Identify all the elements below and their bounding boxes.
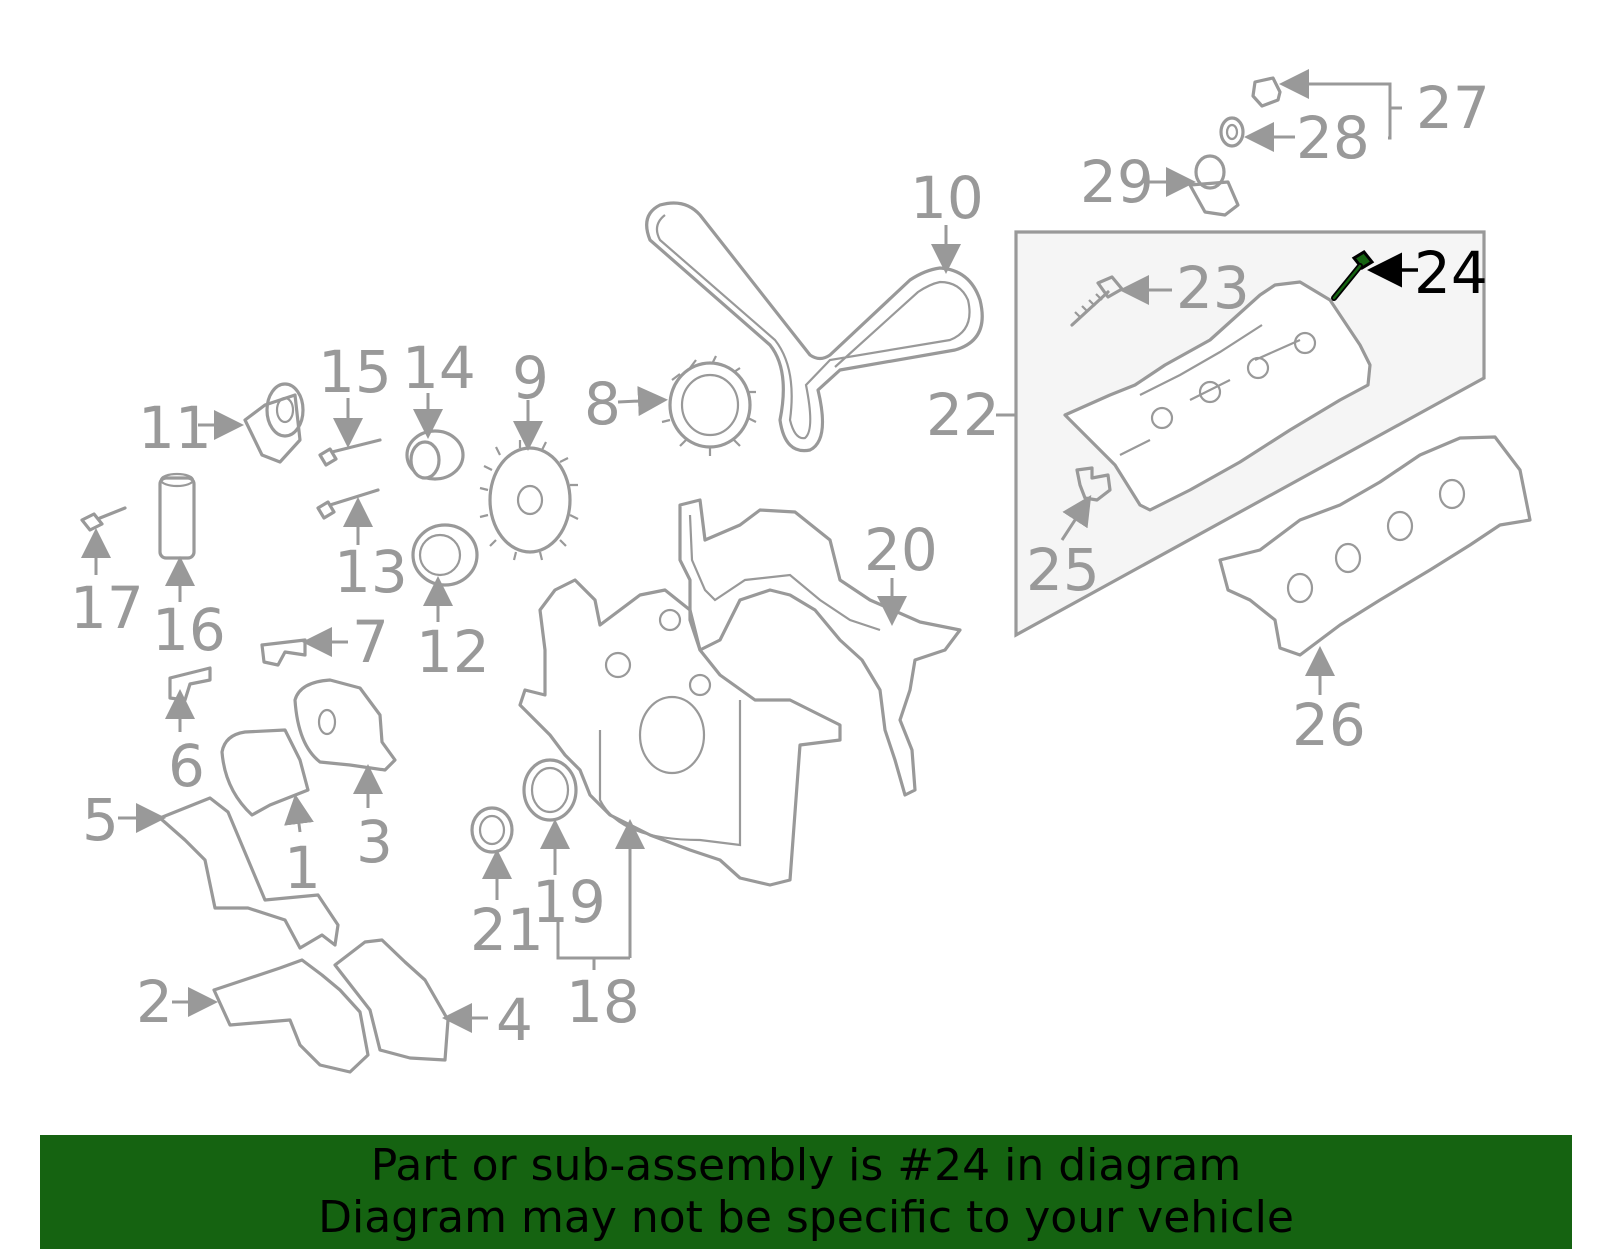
info-banner: Part or sub-assembly is #24 in diagram D… xyxy=(40,1135,1572,1249)
label-1: 1 xyxy=(284,834,321,902)
label-17: 17 xyxy=(70,574,144,642)
valve-cover-22 xyxy=(1063,280,1372,512)
label-27: 27 xyxy=(1416,74,1490,142)
label-28: 28 xyxy=(1296,104,1370,172)
gasket-26 xyxy=(1218,435,1532,657)
gear-9 xyxy=(479,440,579,561)
label-4: 4 xyxy=(496,986,533,1054)
cover-1 xyxy=(220,728,310,817)
bolt-13 xyxy=(316,488,380,520)
banner-line-2: Diagram may not be specific to your vehi… xyxy=(318,1192,1294,1243)
sprocket-12 xyxy=(411,523,479,587)
label-3: 3 xyxy=(356,808,393,876)
banner-line-1: Part or sub-assembly is #24 in diagram xyxy=(370,1140,1242,1191)
bracket-6 xyxy=(168,666,212,702)
label-22: 22 xyxy=(926,381,1000,449)
sensor-16 xyxy=(158,472,196,560)
bolt-23 xyxy=(1070,275,1124,327)
label-11: 11 xyxy=(138,394,212,462)
label-25: 25 xyxy=(1026,536,1100,604)
bolt-17 xyxy=(80,506,127,532)
label-26: 26 xyxy=(1292,691,1366,759)
label-23: 23 xyxy=(1176,254,1250,322)
label-16: 16 xyxy=(152,596,226,664)
cover-5 xyxy=(158,796,340,950)
cover-3 xyxy=(293,678,397,772)
label-6: 6 xyxy=(168,732,205,800)
gasket-20 xyxy=(678,498,962,797)
sensor-29 xyxy=(1188,154,1240,217)
bracket-7 xyxy=(260,638,307,667)
label-7: 7 xyxy=(352,608,389,676)
label-29: 29 xyxy=(1080,148,1154,216)
bolt-15 xyxy=(318,438,382,467)
idler-14 xyxy=(405,429,465,481)
front-cover-18 xyxy=(518,578,842,887)
label-15: 15 xyxy=(318,338,392,406)
callout-arrows xyxy=(81,69,1418,1033)
label-9: 9 xyxy=(512,344,549,412)
sprocket-8 xyxy=(661,355,757,456)
label-8: 8 xyxy=(584,370,621,438)
label-24: 24 xyxy=(1414,239,1488,307)
label-2: 2 xyxy=(136,968,173,1036)
label-5: 5 xyxy=(82,786,119,854)
timing-belt-10 xyxy=(645,201,984,453)
label-12: 12 xyxy=(416,618,490,686)
bracket-25 xyxy=(1075,466,1112,502)
seal-21 xyxy=(470,806,514,854)
label-18: 18 xyxy=(566,968,640,1036)
cap-27 xyxy=(1251,76,1282,108)
label-14: 14 xyxy=(402,334,476,402)
label-13: 13 xyxy=(334,538,408,606)
cover-4 xyxy=(333,938,450,1062)
label-19: 19 xyxy=(532,868,606,936)
seal-19 xyxy=(522,758,578,822)
oring-28 xyxy=(1219,116,1245,148)
label-21: 21 xyxy=(470,896,544,964)
label-20: 20 xyxy=(864,516,938,584)
part-labels: 1 2 3 4 5 6 7 8 9 10 11 12 13 14 15 16 1… xyxy=(70,74,1490,1054)
tensioner-11 xyxy=(243,382,305,464)
label-10: 10 xyxy=(910,164,984,232)
cover-2 xyxy=(212,958,370,1074)
